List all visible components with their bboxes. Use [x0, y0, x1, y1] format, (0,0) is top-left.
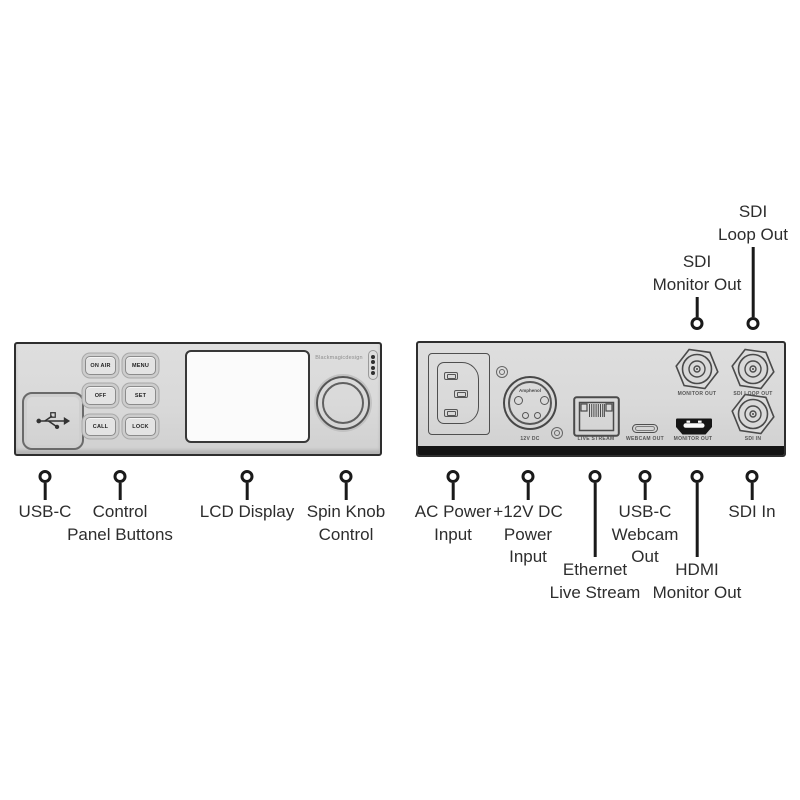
callout-lcd-display: LCD Display	[199, 502, 295, 521]
xlr-pin-hole	[533, 411, 541, 419]
ethernet-port	[573, 396, 620, 437]
callout-control-panel-buttons: Control Panel Buttons	[67, 502, 173, 544]
ac-power-inlet	[428, 353, 490, 435]
hdmi-port	[676, 418, 712, 435]
button-off: OFF	[85, 386, 116, 405]
screw-icon	[550, 426, 563, 439]
panel-base-band	[418, 446, 784, 455]
callout-dot	[638, 470, 652, 483]
callout-line	[643, 483, 647, 500]
port-label-bnc-monitor-out: MONITOR OUT	[677, 391, 717, 397]
callout-sdi-loop-out: SDI Loop Out	[718, 202, 788, 244]
ac-pin	[444, 409, 458, 417]
ac-pin	[444, 372, 458, 380]
callout-line	[526, 483, 530, 500]
callout-line	[751, 247, 755, 317]
callout-dot	[746, 317, 760, 330]
callout-dot	[38, 470, 52, 483]
callout-dot	[240, 470, 254, 483]
usb-c-webcam-port	[632, 424, 658, 433]
screw-icon	[495, 365, 508, 378]
callout-dot	[446, 470, 460, 483]
lcd-display	[185, 350, 310, 443]
button-lock: LOCK	[125, 417, 156, 436]
blackmagic-logo: Blackmagicdesign	[315, 355, 363, 361]
callout-dot	[339, 470, 353, 483]
xlr-pin-hole	[539, 395, 549, 405]
xlr-pin-hole	[513, 395, 523, 405]
port-label-sdi-loop-out: SDI LOOP OUT	[733, 391, 773, 397]
callout-line	[344, 483, 348, 500]
callout-dot	[113, 470, 127, 483]
callout-line	[750, 483, 754, 500]
callout-dot	[588, 470, 602, 483]
port-label-sdi-in: SDI IN	[744, 436, 762, 442]
front-panel: ON AIR MENU OFF SET CALL LOCK Blackmagic…	[14, 342, 382, 456]
xlr-pin-hole	[521, 411, 529, 419]
rear-panel: Amphenol 12V DC LIVE STREAM WEBCAM OUT	[416, 341, 786, 457]
callout-line	[695, 483, 699, 557]
port-label-12v-dc: 12V DC	[520, 436, 540, 442]
iec-connector-outline	[437, 362, 479, 424]
xlr-inner-ring: Amphenol	[508, 381, 552, 425]
button-on-air: ON AIR	[85, 356, 116, 375]
button-call: CALL	[85, 417, 116, 436]
callout-sdi-monitor-out: SDI Monitor Out	[652, 252, 742, 294]
callout-line	[43, 483, 47, 500]
callout-line	[118, 483, 122, 500]
button-menu: MENU	[125, 356, 156, 375]
spin-knob	[316, 376, 370, 430]
ac-pin	[454, 390, 468, 398]
callout-usb-c-webcam-out: USB-C Webcam Out	[611, 502, 679, 566]
bnc-sdi-in	[731, 393, 775, 435]
callout-usb-c: USB-C	[18, 502, 72, 521]
xlr-brand-label: Amphenol	[519, 388, 541, 393]
port-label-hdmi-monitor-out: MONITOR OUT	[673, 436, 713, 442]
usb-c-port	[22, 392, 84, 450]
callout-12v-dc-power-input: +12V DC Power Input	[493, 502, 563, 566]
usb-icon	[36, 412, 71, 430]
callout-dot	[521, 470, 535, 483]
indicator-dots	[368, 350, 378, 380]
callout-hdmi-monitor-out: HDMI Monitor Out	[652, 560, 742, 602]
callout-spin-knob-control: Spin Knob Control	[306, 502, 386, 544]
callout-dot	[690, 470, 704, 483]
button-set: SET	[125, 386, 156, 405]
port-label-webcam-out: WEBCAM OUT	[626, 436, 664, 442]
bnc-monitor-out	[675, 348, 719, 390]
callout-ethernet-live-stream: Ethernet Live Stream	[549, 560, 641, 602]
callout-line	[593, 483, 597, 557]
spin-knob-inner	[322, 382, 364, 424]
callout-dot	[745, 470, 759, 483]
callout-line	[451, 483, 455, 500]
callout-ac-power-input: AC Power Input	[414, 502, 492, 544]
bnc-sdi-loop-out	[731, 348, 775, 390]
callout-line	[695, 297, 699, 317]
callout-sdi-in: SDI In	[728, 502, 776, 521]
callout-line	[245, 483, 249, 500]
callout-dot	[690, 317, 704, 330]
xlr-dc-connector: Amphenol	[503, 376, 557, 430]
port-label-live-stream: LIVE STREAM	[577, 436, 615, 442]
